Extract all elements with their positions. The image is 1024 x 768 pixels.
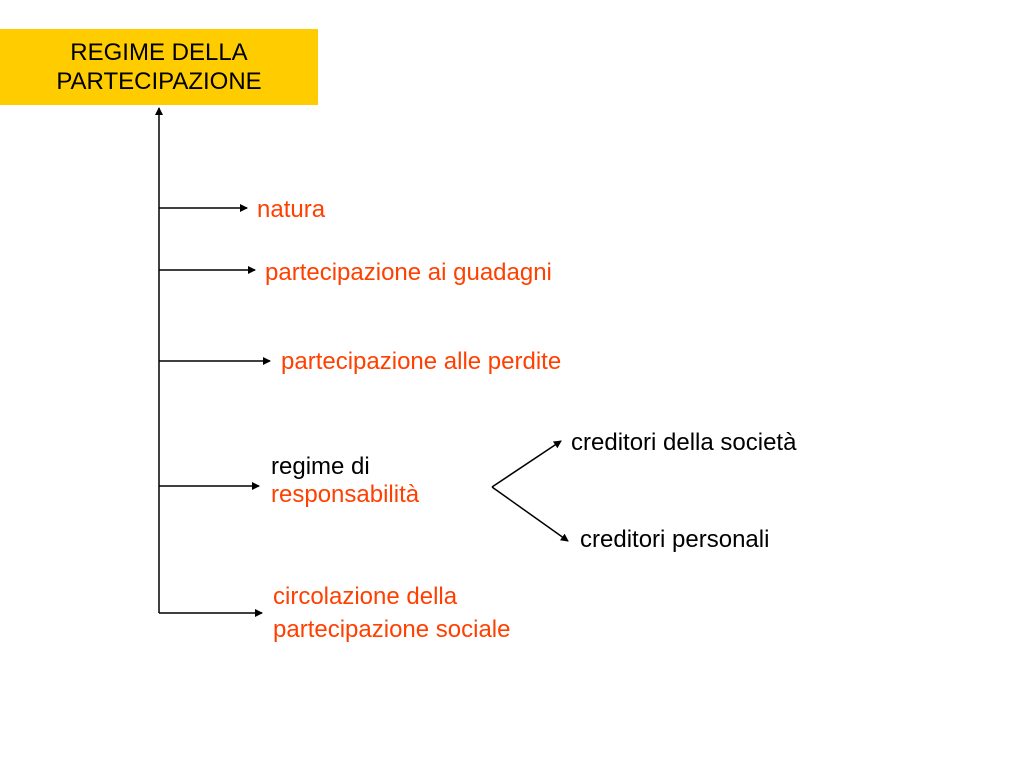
arrow-creditori-societa — [491, 440, 562, 488]
sub-branch-societa-label: creditori della società — [571, 429, 797, 456]
branch-perdite-label: partecipazione alle perdite — [281, 348, 562, 375]
branch-responsabilita-label: regime di responsabilità — [271, 453, 419, 509]
branch-guadagni-label: partecipazione ai guadagni — [265, 259, 552, 286]
circolazione-line-2: partecipazione sociale — [273, 616, 511, 643]
title-line-2: PARTECIPAZIONE — [56, 68, 262, 95]
responsabilita-line-2: responsabilità — [271, 481, 420, 508]
sub-branch-personali-label: creditori personali — [580, 526, 770, 553]
diagram-title-box: REGIME DELLA PARTECIPAZIONE — [0, 29, 318, 105]
responsabilita-line-1: regime di — [271, 453, 370, 480]
title-line-1: REGIME DELLA — [70, 39, 248, 66]
arrow-creditori-personali — [491, 486, 569, 542]
branch-circolazione-label: circolazione della partecipazione social… — [273, 580, 510, 646]
circolazione-line-1: circolazione della — [273, 583, 458, 610]
branch-natura-label: natura — [257, 196, 326, 223]
